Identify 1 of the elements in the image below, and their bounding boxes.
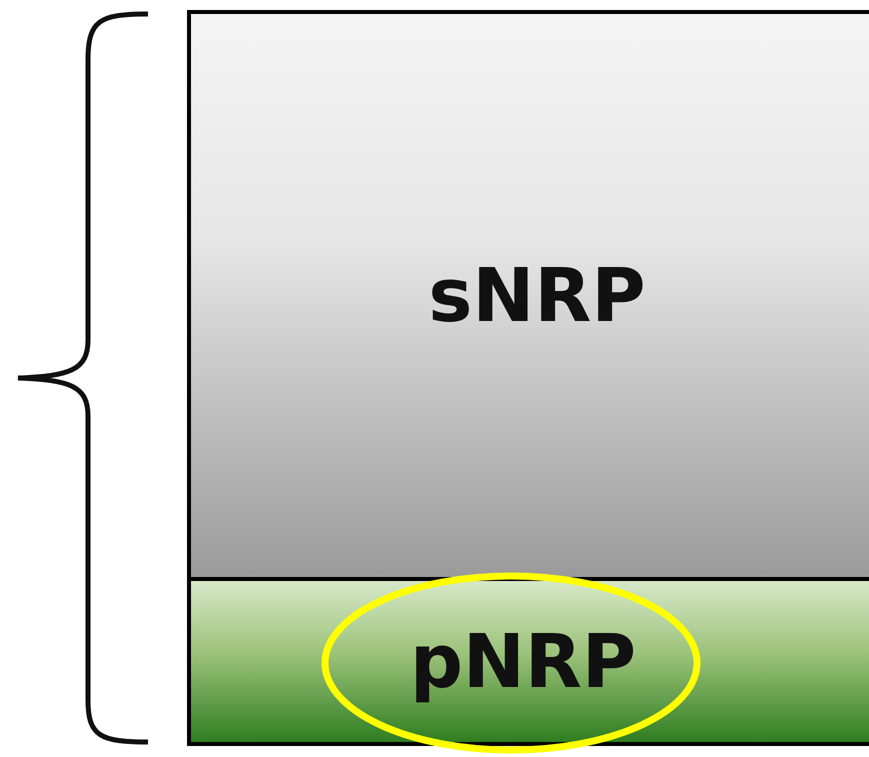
band-label: sNRP [428, 258, 646, 332]
